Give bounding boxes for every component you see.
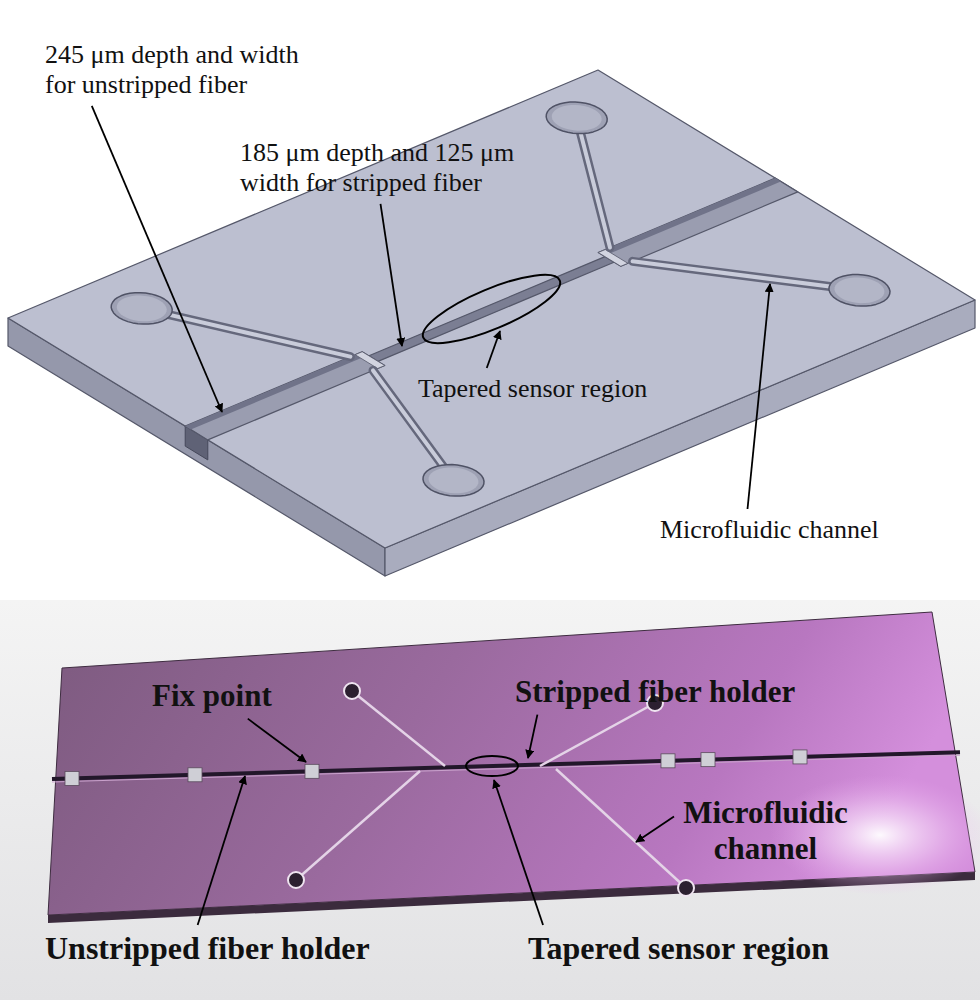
dimension-label: 245 μm depth and width for unstripped fi… xyxy=(45,40,305,100)
leader-arrow xyxy=(636,816,674,842)
dimension-label: Tapered sensor region xyxy=(418,374,647,404)
groove-highlight xyxy=(52,755,960,782)
fix-point-pad xyxy=(661,754,675,768)
reservoir-well xyxy=(111,293,172,324)
photo-channel xyxy=(352,691,445,766)
reservoir-well xyxy=(546,102,607,133)
leader-arrow xyxy=(487,331,500,368)
dimension-label: Microfluidic channel xyxy=(660,515,879,545)
microfluidic-channel-edge xyxy=(142,308,351,356)
leader-arrow xyxy=(381,204,403,346)
leader-arrow xyxy=(198,776,245,925)
part-label: Tapered sensor region xyxy=(528,930,829,967)
photo-channel xyxy=(296,771,420,880)
fix-point-pad xyxy=(188,768,202,782)
microfluidic-channel-edge xyxy=(633,261,860,290)
fix-point-pad xyxy=(305,764,319,778)
dimension-label: 185 μm depth and 125 μm width for stripp… xyxy=(240,138,521,198)
microfluidic-channel xyxy=(577,118,610,248)
part-label: Stripped fiber holder xyxy=(515,674,795,710)
unstripped-groove xyxy=(598,178,798,266)
reservoir-floor xyxy=(117,296,167,322)
sensor-region-outline xyxy=(466,756,518,776)
fix-point-pad xyxy=(701,753,715,767)
leader-arrow xyxy=(248,719,306,762)
plate-top-face xyxy=(8,70,975,548)
photo-reservoir xyxy=(344,683,360,699)
leader-arrow xyxy=(748,284,770,509)
leader-arrow xyxy=(92,106,222,412)
groove-wall xyxy=(598,178,781,256)
photo-background xyxy=(0,600,980,1000)
reservoir-floor xyxy=(552,105,602,131)
stripped-groove xyxy=(369,257,614,362)
sensor-region-outline xyxy=(416,262,568,356)
microfluidic-channel xyxy=(633,261,860,290)
groove-step xyxy=(598,250,628,267)
photo-channel xyxy=(540,703,655,766)
fix-point-pad xyxy=(793,750,807,764)
part-label: Fix point xyxy=(152,678,272,714)
photo-channel xyxy=(556,769,686,888)
photo-reservoir xyxy=(678,880,694,896)
part-label: Microfluidic channel xyxy=(680,795,851,866)
photo-reservoir xyxy=(288,872,304,888)
reservoir-well xyxy=(829,275,890,306)
microfluidic-channel xyxy=(142,308,351,356)
part-label: Unstripped fiber holder xyxy=(45,930,370,967)
leader-arrow xyxy=(494,780,543,925)
leader-arrow xyxy=(528,715,537,758)
reservoir-floor xyxy=(835,277,885,303)
microfluidic-channel-edge xyxy=(577,118,610,248)
fix-point-pad xyxy=(65,771,79,785)
groove-step xyxy=(355,352,385,369)
reservoir-well xyxy=(423,465,484,497)
reservoir-floor xyxy=(429,468,479,494)
